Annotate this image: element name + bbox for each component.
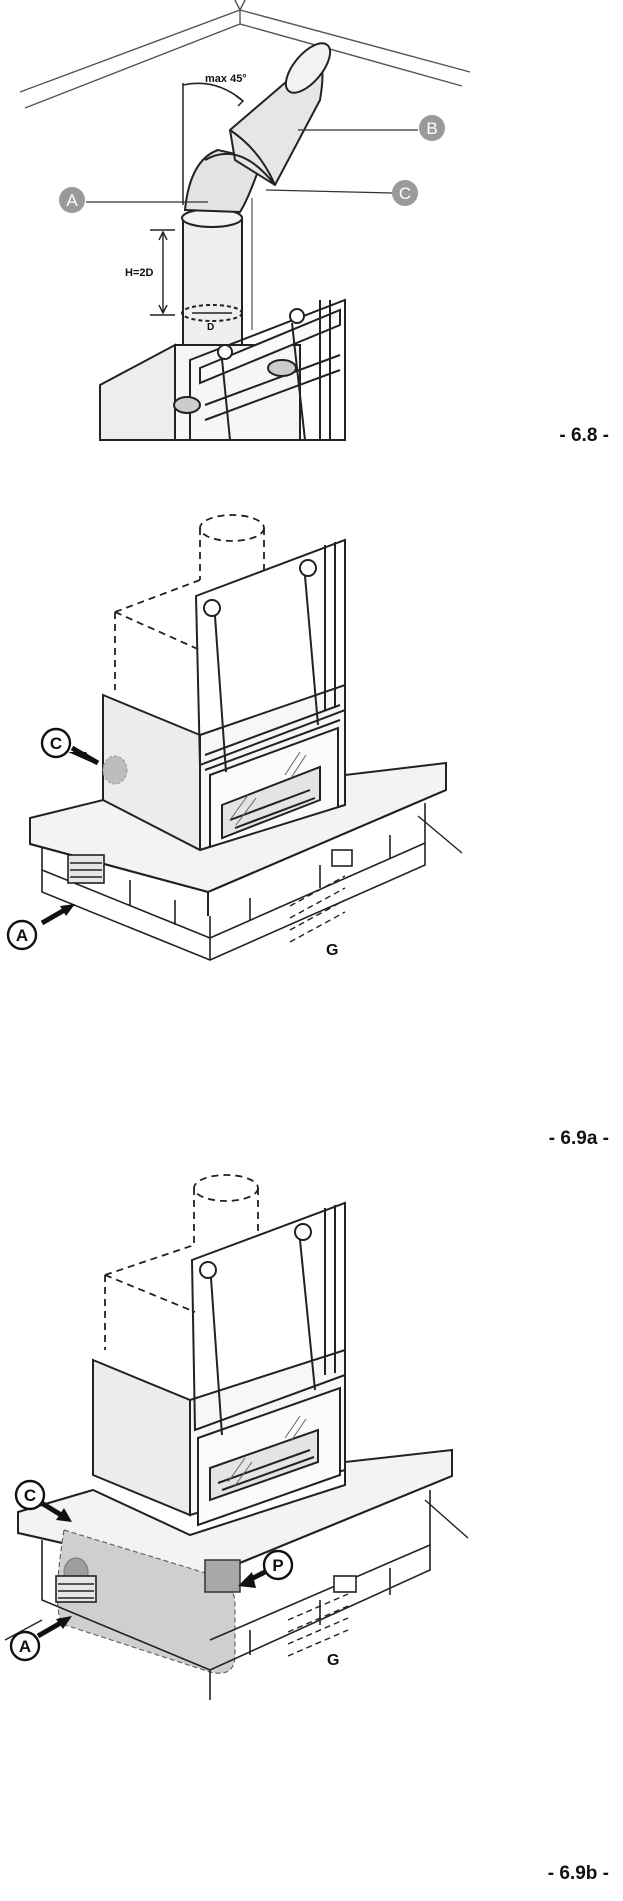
arrow-c [68, 745, 100, 766]
leader-lines [86, 129, 418, 203]
callout-c-label: C [24, 1486, 36, 1505]
brick-base [41, 803, 426, 961]
arrow-c [38, 1499, 72, 1522]
height-dimension [150, 229, 232, 316]
glass-reflections [229, 751, 307, 826]
callout-a-label: A [16, 926, 28, 945]
figure-6-9a: C A G - 6.9a - [0, 514, 623, 1200]
height-label: H=2D [125, 267, 153, 279]
callout-c: C [40, 727, 72, 759]
air-duct [56, 1529, 241, 1674]
dashed-duct-lines [287, 1593, 349, 1657]
callout-c-label: C [50, 734, 62, 753]
angle-indicator [182, 82, 245, 205]
floor-line [4, 1619, 43, 1641]
fireplace-body [99, 298, 346, 441]
diameter-label: D [207, 322, 214, 333]
callout-a: A [6, 919, 38, 951]
glass-reflections [227, 1415, 307, 1488]
fireplace-body [92, 1201, 346, 1527]
fireplace-duct-diagram: C P A G [4, 1174, 469, 1700]
flue-pipe-diagram: A B C max 45° H=2D D [19, 0, 471, 441]
flue-pipe [181, 42, 332, 393]
figure-6-9b: C P A G - 6.9b - [0, 1174, 623, 1901]
callout-a: A [9, 1630, 41, 1662]
callout-b-label: B [426, 119, 437, 138]
ceiling-lines [19, 0, 471, 109]
brick-base [41, 1490, 431, 1700]
arrow-a [36, 1616, 72, 1639]
air-inlet-c [102, 755, 128, 785]
arrow-p [238, 1569, 267, 1588]
callout-p: P [262, 1549, 294, 1581]
arrow-a [40, 904, 75, 926]
figure-6-8: A B C max 45° H=2D D - 6.8 - [0, 0, 623, 520]
callout-a: A [59, 187, 85, 213]
dashed-chimney [114, 514, 265, 690]
callout-a-label: A [19, 1637, 31, 1656]
callout-c: C [392, 180, 418, 206]
callout-c-label: C [399, 184, 411, 203]
fireplace-body [102, 538, 346, 862]
label-g: G [326, 942, 338, 959]
floor-line [417, 815, 463, 854]
callout-b: B [419, 115, 445, 141]
callout-c: C [14, 1479, 46, 1511]
figure-caption: - 6.9b - [547, 1863, 609, 1884]
label-g: G [327, 1652, 339, 1669]
figure-caption: - 6.8 - [559, 425, 609, 446]
callout-a-label: A [66, 191, 78, 210]
fireplace-air-intake-diagram: C A G [6, 514, 463, 961]
floor-line-right [424, 1499, 469, 1539]
dashed-duct-lines [289, 875, 346, 943]
dashed-chimney [104, 1174, 259, 1350]
callout-p-label: P [272, 1556, 283, 1575]
max-angle-label: max 45° [205, 73, 247, 85]
figure-caption: - 6.9a - [548, 1128, 609, 1149]
